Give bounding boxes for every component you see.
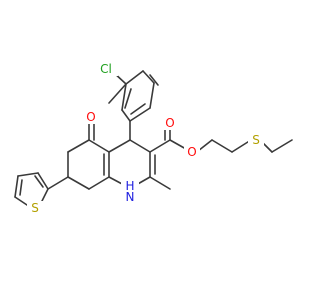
thioether-sulfur-label: S [252,133,260,147]
ester-carbonyl-oxygen-label: O [165,116,174,130]
ester-o-bond [169,139,187,150]
ketone-oxygen-label: O [86,110,95,124]
amine-hydrogen-label: H [125,179,134,193]
ethylthio-ethyl-chain [197,139,293,153]
amine-nitrogen-label: N [126,190,135,204]
ester-bridge-oxygen-label: O [187,145,196,159]
c3-ester-bond [149,139,171,153]
c7-thiophene-bond [47,176,69,190]
methyl-bond [149,176,171,190]
chlorophenyl-ring [108,70,159,122]
molecule-canvas: O Cl O O S S H N [14,62,293,215]
cyclohexanone-ring [67,139,110,190]
thiophene-sulfur-label: S [31,201,39,215]
molecule-structure: O Cl O O S S H N [14,62,293,215]
thiophene-ring [14,172,49,208]
chlorine-label: Cl [100,62,112,76]
